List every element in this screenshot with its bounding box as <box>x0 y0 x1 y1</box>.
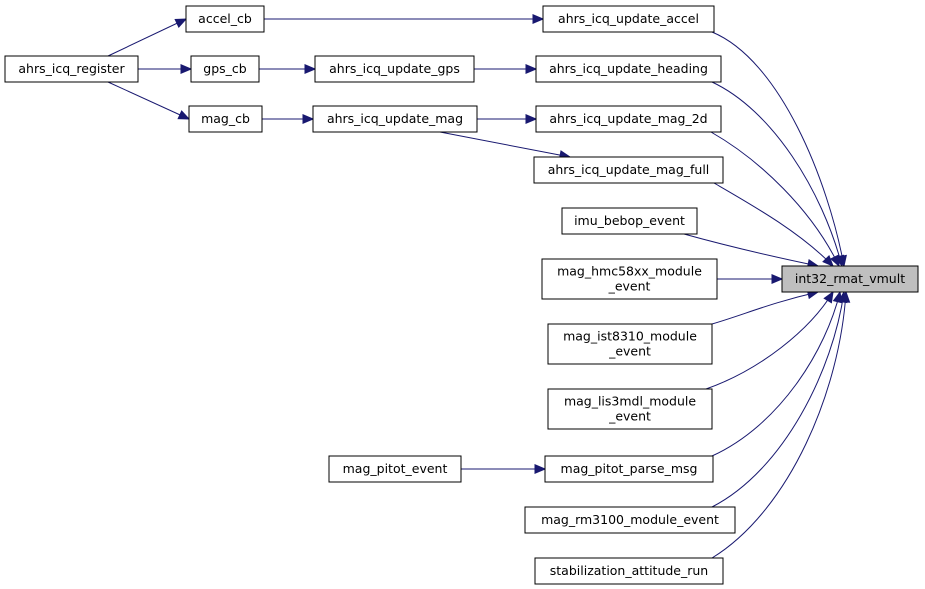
node-box-mag-pitot-parse-msg[interactable] <box>544 455 714 483</box>
node-box-gps-cb[interactable] <box>190 55 260 83</box>
edge-mag-lis3mdl-module-event-to-int32-rmat-vmult <box>705 291 834 390</box>
node-label-ahrs-icq-update-heading-0: ahrs_icq_update_heading <box>549 61 708 76</box>
edge-ahrs-icq-update-accel-to-int32-rmat-vmult <box>711 31 845 267</box>
edge-ahrs-icq-update-mag-to-ahrs-icq-update-mag-full <box>439 131 571 158</box>
edge-mag-cb-to-ahrs-icq-update-mag-arrowhead <box>302 114 315 124</box>
node-label-mag-rm3100-module-event-0: mag_rm3100_module_event <box>541 512 719 527</box>
node-label-mag-cb-0: mag_cb <box>201 111 250 126</box>
node-label-mag-hmc58xx-module-event-1: _event <box>608 279 651 294</box>
node-box-ahrs-icq-update-mag[interactable] <box>312 105 478 133</box>
node-label-mag-hmc58xx-module-event-0: mag_hmc58xx_module <box>557 264 702 279</box>
node-imu-bebop-event[interactable]: imu_bebop_event <box>561 207 698 235</box>
node-accel-cb[interactable]: accel_cb <box>185 5 265 33</box>
node-ahrs-icq-update-accel[interactable]: ahrs_icq_update_accel <box>542 5 715 33</box>
node-box-ahrs-icq-update-mag-2d[interactable] <box>535 105 722 133</box>
edge-mag-pitot-parse-msg-to-int32-rmat-vmult <box>711 291 841 457</box>
node-ahrs-icq-update-mag[interactable]: ahrs_icq_update_mag <box>312 105 478 133</box>
edge-ahrs-icq-update-heading-to-int32-rmat-vmult <box>711 81 843 267</box>
node-box-mag-pitot-event[interactable] <box>328 455 462 483</box>
node-mag-lis3mdl-module-event[interactable]: mag_lis3mdl_module_event <box>547 388 713 430</box>
nodes-layer: ahrs_icq_registeraccel_cbgps_cbmag_cbahr… <box>4 5 919 585</box>
node-gps-cb[interactable]: gps_cb <box>190 55 260 83</box>
edge-gps-cb-to-ahrs-icq-update-gps-arrowhead <box>304 64 317 74</box>
edge-ahrs-icq-update-gps-to-ahrs-icq-update-heading-arrowhead <box>525 64 538 74</box>
node-label-mag-pitot-event-0: mag_pitot_event <box>343 461 448 476</box>
edge-ahrs-icq-update-mag-full-to-int32-rmat-vmult-arrowhead <box>822 255 834 267</box>
node-box-ahrs-icq-update-mag-full[interactable] <box>533 156 724 184</box>
node-mag-pitot-parse-msg[interactable]: mag_pitot_parse_msg <box>544 455 714 483</box>
edge-ahrs-icq-update-mag-2d-to-int32-rmat-vmult <box>710 131 840 267</box>
node-label-mag-ist8310-module-event-1: _event <box>608 344 651 359</box>
node-label-ahrs-icq-register-0: ahrs_icq_register <box>18 61 125 76</box>
node-box-mag-ist8310-module-event[interactable] <box>547 323 713 365</box>
node-box-mag-lis3mdl-module-event[interactable] <box>547 388 713 430</box>
edge-ahrs-icq-register-to-mag-cb-arrowhead <box>177 110 191 120</box>
edge-imu-bebop-event-to-int32-rmat-vmult <box>683 233 819 267</box>
node-label-ahrs-icq-update-accel-0: ahrs_icq_update_accel <box>558 11 699 26</box>
edge-accel-cb-to-ahrs-icq-update-accel-arrowhead <box>532 14 545 24</box>
edge-ahrs-icq-register-to-accel-cb <box>107 18 187 57</box>
node-label-stabilization-attitude-run-0: stabilization_attitude_run <box>550 563 708 578</box>
node-label-ahrs-icq-update-gps-0: ahrs_icq_update_gps <box>329 61 460 76</box>
edge-ahrs-icq-register-to-mag-cb <box>107 81 190 120</box>
node-label-gps-cb-0: gps_cb <box>203 61 247 76</box>
node-mag-cb[interactable]: mag_cb <box>188 105 263 133</box>
node-label-mag-lis3mdl-module-event-1: _event <box>608 409 651 424</box>
node-label-accel-cb-0: accel_cb <box>198 11 252 26</box>
edge-ahrs-icq-register-to-gps-cb-arrowhead <box>180 64 193 74</box>
edge-mag-hmc58xx-module-event-to-int32-rmat-vmult-arrowhead <box>771 274 784 284</box>
node-mag-hmc58xx-module-event[interactable]: mag_hmc58xx_module_event <box>541 258 718 300</box>
edge-mag-pitot-event-to-mag-pitot-parse-msg-arrowhead <box>534 464 547 474</box>
node-label-int32-rmat-vmult-0: int32_rmat_vmult <box>795 271 905 286</box>
edge-stabilization-attitude-run-to-int32-rmat-vmult-arrowhead <box>840 290 851 303</box>
node-box-mag-cb[interactable] <box>188 105 263 133</box>
node-box-accel-cb[interactable] <box>185 5 265 33</box>
node-box-int32-rmat-vmult[interactable] <box>781 265 919 293</box>
node-box-ahrs-icq-register[interactable] <box>4 55 139 83</box>
node-box-ahrs-icq-update-heading[interactable] <box>535 55 722 83</box>
edge-mag-rm3100-module-event-to-int32-rmat-vmult <box>711 291 845 508</box>
node-label-mag-pitot-parse-msg-0: mag_pitot_parse_msg <box>561 461 698 476</box>
edges-layer <box>107 14 851 559</box>
node-mag-pitot-event[interactable]: mag_pitot_event <box>328 455 462 483</box>
node-ahrs-icq-register[interactable]: ahrs_icq_register <box>4 55 139 83</box>
node-box-imu-bebop-event[interactable] <box>561 207 698 235</box>
node-ahrs-icq-update-gps[interactable]: ahrs_icq_update_gps <box>314 55 475 83</box>
node-label-mag-lis3mdl-module-event-0: mag_lis3mdl_module <box>564 394 696 409</box>
node-ahrs-icq-update-heading[interactable]: ahrs_icq_update_heading <box>535 55 722 83</box>
edge-ahrs-icq-update-mag-2d-to-int32-rmat-vmult-arrowhead <box>829 254 840 268</box>
node-mag-ist8310-module-event[interactable]: mag_ist8310_module_event <box>547 323 713 365</box>
node-box-stabilization-attitude-run[interactable] <box>534 557 724 585</box>
node-label-ahrs-icq-update-mag-full-0: ahrs_icq_update_mag_full <box>548 162 710 177</box>
node-box-ahrs-icq-update-gps[interactable] <box>314 55 475 83</box>
node-box-ahrs-icq-update-accel[interactable] <box>542 5 715 33</box>
edge-mag-lis3mdl-module-event-to-int32-rmat-vmult-arrowhead <box>823 290 834 304</box>
edge-mag-ist8310-module-event-to-int32-rmat-vmult <box>711 291 819 325</box>
edge-ahrs-icq-update-mag-to-ahrs-icq-update-mag-2d-arrowhead <box>525 114 538 124</box>
node-box-mag-rm3100-module-event[interactable] <box>524 506 736 534</box>
node-label-mag-ist8310-module-event-0: mag_ist8310_module <box>563 329 697 344</box>
node-ahrs-icq-update-mag-full[interactable]: ahrs_icq_update_mag_full <box>533 156 724 184</box>
edge-ahrs-icq-update-mag-full-to-int32-rmat-vmult <box>713 182 834 267</box>
node-label-imu-bebop-event-0: imu_bebop_event <box>574 213 685 228</box>
node-label-ahrs-icq-update-mag-2d-0: ahrs_icq_update_mag_2d <box>549 111 707 126</box>
node-ahrs-icq-update-mag-2d[interactable]: ahrs_icq_update_mag_2d <box>535 105 722 133</box>
node-box-mag-hmc58xx-module-event[interactable] <box>541 258 718 300</box>
node-int32-rmat-vmult[interactable]: int32_rmat_vmult <box>781 265 919 293</box>
edge-stabilization-attitude-run-to-int32-rmat-vmult <box>711 291 847 559</box>
node-stabilization-attitude-run[interactable]: stabilization_attitude_run <box>534 557 724 585</box>
node-mag-rm3100-module-event[interactable]: mag_rm3100_module_event <box>524 506 736 534</box>
node-label-ahrs-icq-update-mag-0: ahrs_icq_update_mag <box>327 111 463 126</box>
edge-ahrs-icq-register-to-accel-cb-arrowhead <box>174 18 188 28</box>
